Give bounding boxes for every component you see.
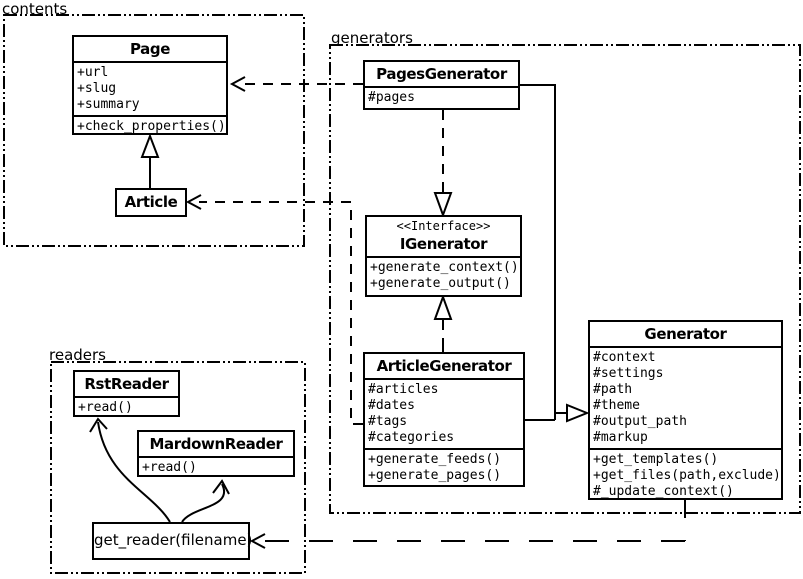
method: +generate_context(): [370, 260, 517, 275]
class-articlegenerator-title: ArticleGenerator: [376, 357, 512, 375]
class-pagesgenerator: PagesGenerator #pages: [363, 60, 520, 110]
class-generator-methods: +get_templates() +get_files(path,exclude…: [590, 448, 781, 502]
arrow-getreader-to-rstreader: [89, 417, 171, 523]
package-label-generators: generators: [331, 29, 413, 47]
method: +check_properties(): [77, 119, 223, 134]
class-generator-attributes: #context #settings #path #theme #output_…: [590, 346, 781, 448]
class-mardownreader-methods: +read(): [139, 456, 293, 478]
class-pagesgenerator-title: PagesGenerator: [376, 65, 507, 83]
class-rstreader-title: RstReader: [84, 375, 169, 393]
attribute: #pages: [368, 90, 415, 105]
class-mardownreader-title: MardownReader: [149, 435, 283, 453]
realization-articlegenerator-to-igenerator: [433, 294, 453, 352]
class-articlegenerator: ArticleGenerator #articles #dates #tags …: [363, 352, 525, 487]
class-igenerator: <<Interface>> IGenerator +generate_conte…: [365, 215, 522, 297]
package-label-readers: readers: [49, 346, 106, 364]
class-igenerator-header: <<Interface>> IGenerator: [367, 217, 520, 256]
attribute: #dates: [368, 398, 415, 413]
class-page-methods: +check_properties(): [74, 115, 226, 137]
attribute: #tags: [368, 414, 408, 429]
realization-pagesgenerator-to-igenerator: [433, 110, 453, 218]
method: +get_templates(): [593, 452, 719, 467]
class-generator: Generator #context #settings #path #them…: [588, 320, 783, 500]
method: +generate_feeds(): [368, 452, 502, 467]
attribute: +url: [77, 65, 109, 80]
package-border-generators: [329, 44, 801, 514]
package-label-contents: contents: [2, 0, 68, 18]
class-igenerator-stereotype: <<Interface>>: [396, 219, 491, 233]
attribute: #markup: [593, 430, 648, 445]
class-igenerator-title: IGenerator: [399, 235, 488, 253]
class-pagesgenerator-attributes: #pages: [365, 86, 518, 108]
class-articlegenerator-methods: +generate_feeds() +generate_pages(): [365, 448, 523, 486]
node-get-reader-label: get_reader(filename): [94, 531, 253, 549]
attribute: +slug: [77, 81, 117, 96]
class-rstreader: RstReader +read(): [73, 370, 180, 417]
dependency-articlegenerator-to-article: [185, 194, 363, 425]
method: +generate_pages(): [368, 468, 502, 483]
generalization-article-to-page: [140, 133, 160, 188]
attribute: #path: [593, 382, 633, 397]
dependency-generator-to-getreader: [249, 500, 686, 549]
class-article-title: Article: [124, 193, 178, 211]
method: +get_files(path,exclude): [593, 468, 778, 483]
attribute: #categories: [368, 430, 455, 445]
class-igenerator-methods: +generate_context() +generate_output(): [367, 256, 520, 294]
package-border-contents: [3, 14, 305, 247]
class-page: Page +url +slug +summary +check_properti…: [72, 35, 228, 135]
arrow-getreader-to-mardownreader: [181, 479, 230, 523]
attribute: #articles: [368, 382, 439, 397]
method: +read(): [142, 460, 197, 475]
attribute: #theme: [593, 398, 640, 413]
method: #_update_context(): [593, 484, 734, 499]
class-mardownreader: MardownReader +read(): [137, 430, 295, 477]
class-rstreader-methods: +read(): [75, 396, 178, 418]
attribute: +summary: [77, 97, 140, 112]
attribute: #output_path: [593, 414, 687, 429]
method: +generate_output(): [370, 276, 511, 291]
class-page-attributes: +url +slug +summary: [74, 61, 226, 115]
node-get-reader: get_reader(filename): [92, 522, 253, 560]
class-articlegenerator-attributes: #articles #dates #tags #categories: [365, 378, 523, 448]
class-page-title: Page: [129, 40, 171, 58]
generalization-generators-to-generator: [520, 84, 590, 423]
attribute: #settings: [593, 366, 664, 381]
package-border-readers: [50, 361, 306, 574]
method: +read(): [78, 400, 133, 415]
attribute: #context: [593, 350, 656, 365]
class-generator-title: Generator: [644, 325, 727, 343]
class-article: Article: [115, 188, 187, 217]
dependency-pagesgenerator-to-page: [229, 76, 363, 92]
